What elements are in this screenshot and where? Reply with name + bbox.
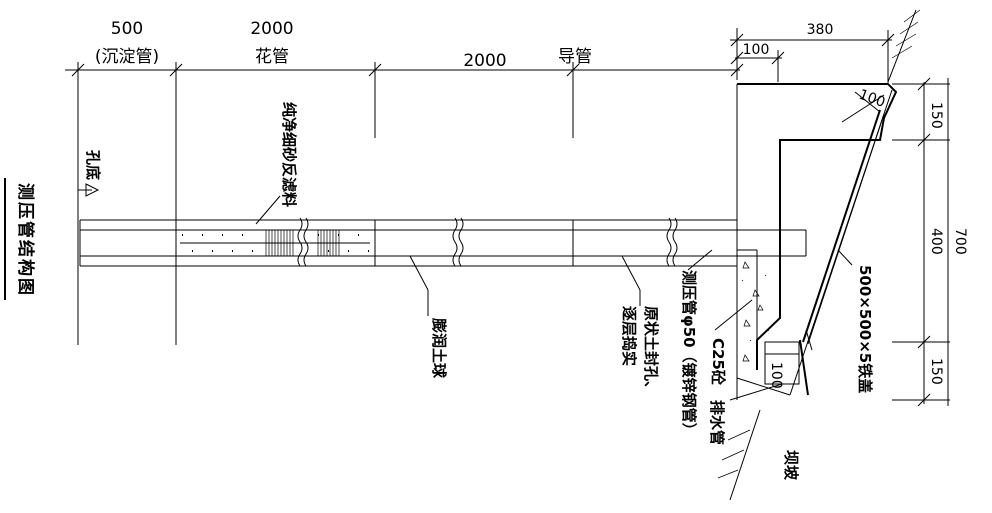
leader-drain — [729, 383, 783, 401]
iron-cover — [802, 91, 885, 345]
dim-guide-pipe: 导管 — [558, 47, 592, 67]
leader-filter — [255, 195, 281, 225]
leader-concrete — [714, 299, 753, 331]
concrete-block — [736, 83, 898, 400]
label-piezometer-pipe: 测压管φ50（镀锌钢管） — [680, 270, 698, 438]
dim-sediment-pipe: (沉淀管) — [95, 47, 159, 67]
hole-bottom-marker — [85, 183, 100, 197]
drawing-title: 测压管结构图 — [15, 183, 36, 297]
label-dam-slope: 坝坡 — [782, 450, 800, 480]
dim-500: 500 — [111, 19, 143, 39]
label-backfill-b: 逐层捣实 — [620, 306, 638, 366]
label-hole-bottom: 孔底 — [84, 150, 102, 180]
dim-100-drain: 100 — [768, 362, 784, 389]
label-c25-concrete: C25砼 — [709, 338, 727, 386]
piezometer-pipe — [79, 217, 807, 267]
top-dimension-line — [65, 28, 744, 345]
label-backfill-a: 原状土封孔、 — [642, 306, 660, 396]
label-drain-pipe: 排水管 — [708, 400, 726, 445]
leader-pipe — [687, 249, 713, 271]
dim-400: 400 — [928, 228, 944, 255]
leader-clay — [409, 255, 429, 291]
dim-700: 700 — [952, 228, 968, 255]
dim-2000-b: 2000 — [463, 51, 506, 71]
dim-100-top: 100 — [743, 42, 770, 58]
dim-380-line — [730, 30, 895, 84]
dim-150-bot: 150 — [928, 358, 944, 385]
leader-backfill — [621, 255, 641, 291]
dim-flower-pipe: 花管 — [255, 47, 289, 67]
dim-2000-a: 2000 — [250, 19, 293, 39]
dim-150-top: 150 — [928, 102, 944, 129]
leader-cover — [837, 249, 853, 266]
dim-380: 380 — [807, 22, 834, 38]
label-iron-cover: 500×500×5铁盖 — [856, 265, 874, 393]
label-expansive-clay-ball: 膨润土球 — [430, 318, 448, 379]
label-filter: 纯净细砂反滤料 — [280, 102, 298, 207]
dim-right-chain — [892, 77, 950, 407]
dim-100-slope: 100 — [857, 87, 888, 111]
